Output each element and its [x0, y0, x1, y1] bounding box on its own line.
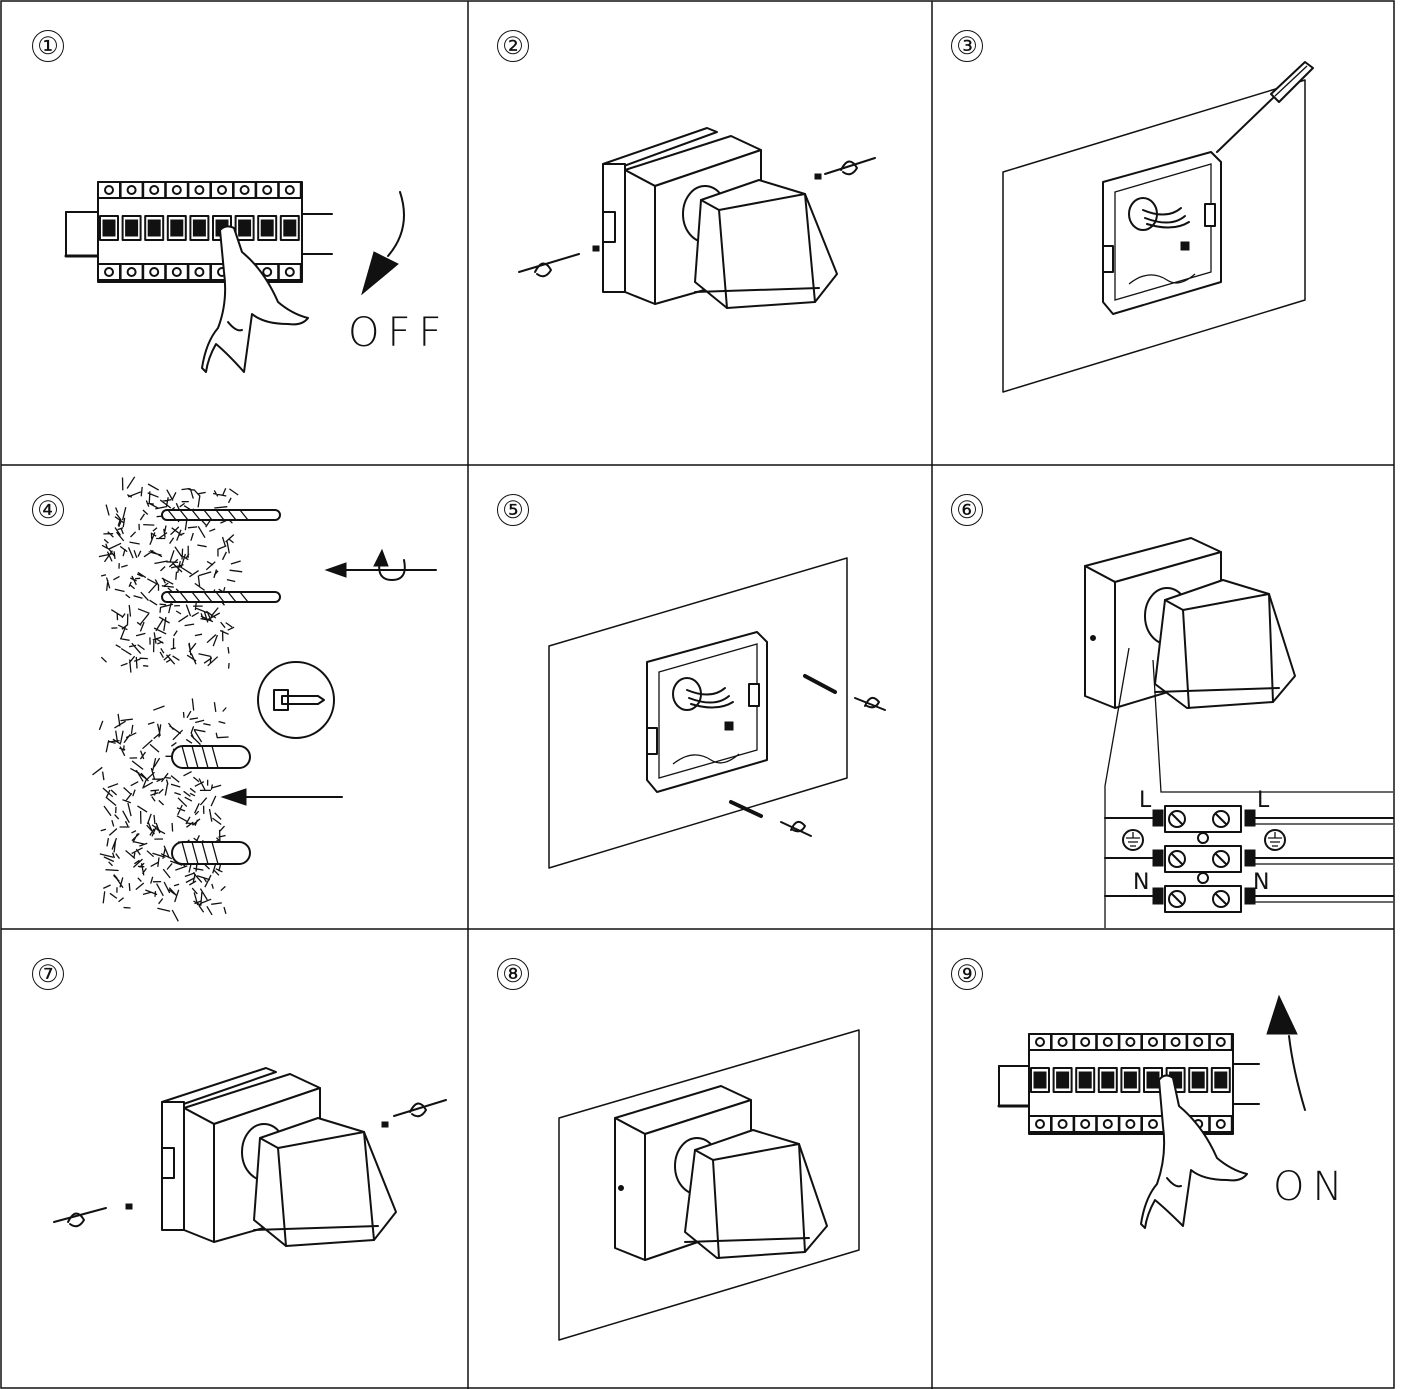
- wall-texture-lower: [92, 698, 229, 922]
- drill-bit-icon: [161, 509, 281, 521]
- circuit-breaker-icon: [997, 1033, 1260, 1135]
- step-1-panel: ① OFF: [2, 2, 467, 464]
- lamp-housing-icon: [614, 1085, 828, 1261]
- step-number-6: ⑥: [951, 494, 983, 526]
- mounting-base-icon: [602, 127, 718, 293]
- step-number-3: ③: [951, 30, 983, 62]
- mounting-base-icon: [1102, 151, 1222, 315]
- lamp-housing-icon: [183, 1073, 397, 1247]
- rotate-arrow-icon: [361, 191, 405, 296]
- screw-icon: [381, 1099, 447, 1128]
- circuit-breaker-icon: [64, 181, 333, 283]
- wall-texture-upper: [98, 476, 243, 673]
- lamp-housing-icon: [1084, 537, 1296, 709]
- step-9-panel: ⑨ ON: [933, 930, 1394, 1389]
- step-number-4: ④: [32, 494, 64, 526]
- on-label: ON: [1273, 1164, 1351, 1210]
- step-number-8: ⑧: [497, 958, 529, 990]
- step-number-5: ⑤: [497, 494, 529, 526]
- wall-plug-icon: [171, 745, 251, 769]
- mounting-base-icon: [646, 631, 768, 793]
- wall-plug-icon: [171, 841, 251, 865]
- terminal-left-l-label: L: [1139, 788, 1152, 813]
- hand-icon: [201, 225, 309, 373]
- drill-bit-icon: [161, 591, 281, 603]
- step-number-1: ①: [32, 30, 64, 62]
- step-7-panel: ⑦: [2, 930, 467, 1389]
- hand-icon: [1140, 1074, 1248, 1229]
- lamp-housing-icon: [624, 135, 838, 309]
- step-3-panel: ③: [933, 2, 1394, 464]
- screw-icon: [518, 245, 600, 278]
- screw-icon: [803, 674, 886, 711]
- step-8-panel: ⑧: [469, 930, 931, 1389]
- step-number-9: ⑨: [951, 958, 983, 990]
- ground-symbol-icon: [1264, 829, 1286, 851]
- insert-arrow-icon: [220, 788, 343, 806]
- screw-icon: [814, 157, 876, 180]
- wall-plug-icon: [257, 661, 335, 739]
- terminal-block-icon: [1104, 805, 1394, 913]
- screw-icon: [53, 1203, 133, 1228]
- rotate-arrow-icon: [1266, 994, 1306, 1111]
- step-number-2: ②: [497, 30, 529, 62]
- callout-lines: [1104, 647, 1393, 928]
- screw-icon: [729, 800, 812, 837]
- terminal-right-n-label: N: [1253, 870, 1270, 895]
- terminal-right-l-label: L: [1257, 788, 1270, 813]
- step-number-7: ⑦: [32, 958, 64, 990]
- ground-symbol-icon: [1122, 829, 1144, 851]
- step-5-panel: ⑤: [469, 466, 931, 928]
- rotate-arrow-icon: [324, 548, 437, 581]
- step-2-panel: ②: [469, 2, 931, 464]
- step-4-panel: ④: [2, 466, 467, 928]
- screwdriver-icon: [1216, 61, 1314, 153]
- step-6-panel: ⑥: [933, 466, 1394, 928]
- terminal-left-n-label: N: [1133, 870, 1150, 895]
- off-label: OFF: [348, 310, 450, 356]
